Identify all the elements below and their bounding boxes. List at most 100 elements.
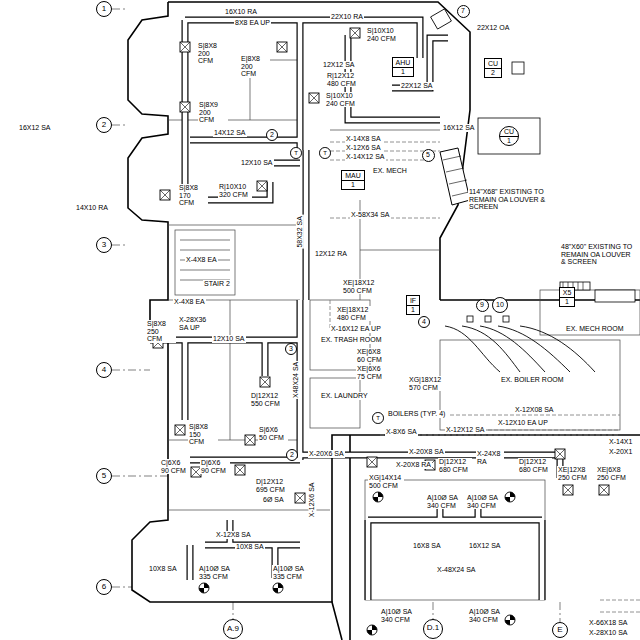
duct-label: A|10Ø SA 335 CFM	[198, 565, 234, 580]
duct-label: 14X12 SA	[213, 129, 247, 137]
equipment-tag: MAU1	[341, 170, 365, 190]
duct-label: D|12X12 695 CFM	[255, 478, 289, 493]
duct-label: D|12X12 550 CFM	[250, 392, 284, 407]
tag-text: 2	[485, 68, 501, 77]
duct-label: X48X24 SA	[292, 361, 300, 399]
tag-text: 5	[425, 151, 431, 159]
callout-number: 2	[266, 129, 278, 141]
duct-label: EX. LAUNDRY	[320, 392, 369, 400]
duct-label: X-28X10 SA	[588, 629, 629, 637]
tag-text: 2	[101, 121, 107, 130]
tag-text: D.1	[426, 624, 440, 633]
duct-label: XE|6X6 75 CFM	[356, 365, 386, 380]
tag-text: 1	[500, 136, 518, 145]
duct-label: 10X8 SA	[235, 543, 265, 551]
tag-text: CU	[487, 60, 499, 68]
duct-label: X-4X8 EA	[185, 256, 218, 264]
duct-label: 14X10 RA	[75, 204, 109, 212]
duct-label: EX. MECH ROOM	[565, 325, 625, 333]
equipment-tag: X51	[559, 287, 576, 307]
tag-text: 1	[560, 297, 575, 306]
duct-label: D|12X12 680 CFM	[518, 458, 552, 473]
tag-text: MAU	[344, 172, 362, 180]
duct-label: X-20X6 SA	[308, 450, 345, 458]
duct-label: X-24X8 RA	[476, 450, 504, 465]
tag-text: 10	[495, 301, 505, 309]
callout-number: 3	[285, 343, 297, 355]
duct-label: 12X12 RA	[314, 250, 348, 258]
duct-label: 22X12 SA	[400, 82, 434, 90]
duct-label: X-66X18 SA	[588, 619, 629, 627]
duct-label: 16X12 SA	[468, 542, 502, 550]
tag-text: A.9	[226, 625, 240, 634]
duct-label: S|8X8 170 CFM	[178, 184, 208, 207]
tag-text: E	[556, 626, 563, 635]
duct-label: A|10Ø SA 340 CFM	[380, 608, 416, 623]
callout-number: 4	[418, 316, 430, 328]
grid-bubble: 5	[96, 468, 112, 484]
duct-label: X-20X8 SA	[408, 448, 445, 456]
tag-text: 2	[289, 451, 295, 459]
tag-text: 3	[288, 345, 294, 353]
duct-label: S|8X8 200 CFM	[197, 42, 227, 65]
duct-label: S|8X8 250 CFM	[146, 320, 176, 343]
tag-text: T	[375, 415, 381, 422]
duct-label: 16X12 SA	[18, 124, 52, 132]
duct-label: X-20X1	[608, 448, 633, 456]
duct-label: S|10X10 240 CFM	[325, 92, 359, 107]
duct-label: 16X8 SA	[412, 542, 442, 550]
duct-label: E|8X8 200 CFM	[240, 55, 270, 78]
duct-label: 10X8 SA	[148, 565, 178, 573]
duct-label: S|6X6 50 CFM	[258, 426, 288, 441]
equipment-tag: CU2	[484, 58, 502, 78]
callout-number: 5	[422, 149, 435, 162]
duct-label: 114"X68" EXISTING TO REMAIN OA LOUVER & …	[468, 188, 563, 211]
duct-label: X-28X36 SA UP	[178, 316, 214, 331]
tag-text: T	[293, 150, 299, 157]
duct-label: X-14X1	[608, 438, 633, 446]
duct-label: X-58X34 SA	[350, 211, 391, 219]
duct-label: 58X32 SA	[296, 215, 304, 249]
duct-label: 8X8 EA UP	[234, 19, 271, 27]
tag-text: T	[322, 150, 328, 157]
grid-bubble: 2	[96, 117, 112, 133]
tag-text: IF	[409, 297, 417, 305]
grid-bubble: 4	[96, 362, 112, 378]
tag-text: 6	[101, 583, 107, 592]
duct-label: X-12X8 SA	[215, 531, 252, 539]
callout-number: 10	[492, 297, 508, 313]
duct-label: X-48X24 SA	[436, 566, 477, 574]
tag-text: 4	[101, 366, 107, 375]
tag-text: 9	[479, 301, 485, 309]
equipment-tag: IF1	[406, 295, 420, 315]
tag-text: 3	[101, 241, 107, 250]
callout-number: 7	[457, 5, 470, 18]
duct-label: 6Ø SA	[262, 496, 285, 504]
grid-bubble: E	[552, 622, 568, 638]
duct-label: C|6X6 90 CFM	[160, 459, 190, 474]
duct-label: EX. MECH	[372, 167, 408, 175]
duct-label: EX. TRASH ROOM	[320, 336, 383, 344]
thermostat-symbol: T	[372, 412, 384, 424]
duct-label: X-12X6 SA	[308, 482, 316, 519]
grid-bubble: 3	[96, 237, 112, 253]
grid-bubble: 6	[96, 579, 112, 595]
duct-label: 12X12 SA	[322, 61, 356, 69]
duct-label: 48"X60" EXISTING TO REMAIN OA LOUVER & S…	[560, 243, 636, 266]
duct-label: 16X10 RA	[224, 8, 258, 16]
duct-label: S|8X8 150 CFM	[188, 423, 218, 446]
thermostat-symbol: T	[290, 147, 302, 159]
duct-label: A|10Ø SA 340 CFM	[426, 494, 462, 509]
duct-label: X-12X6 SA	[345, 144, 382, 152]
duct-label: A|10Ø SA 335 CFM	[272, 565, 308, 580]
duct-label: XE|18X12 500 CFM	[342, 279, 378, 294]
duct-label: X-14X12 SA	[345, 153, 386, 161]
duct-label: XE|12X8 250 CFM	[557, 466, 591, 481]
duct-label: A|10Ø SA 340 CFM	[468, 608, 504, 623]
equipment-tag: AHU1	[392, 57, 415, 77]
tag-text: AHU	[395, 59, 412, 67]
duct-label: X-12X12 SA	[445, 426, 486, 434]
tag-text: 4	[421, 318, 427, 326]
duct-label: R|12X12 480 CFM	[326, 72, 360, 87]
